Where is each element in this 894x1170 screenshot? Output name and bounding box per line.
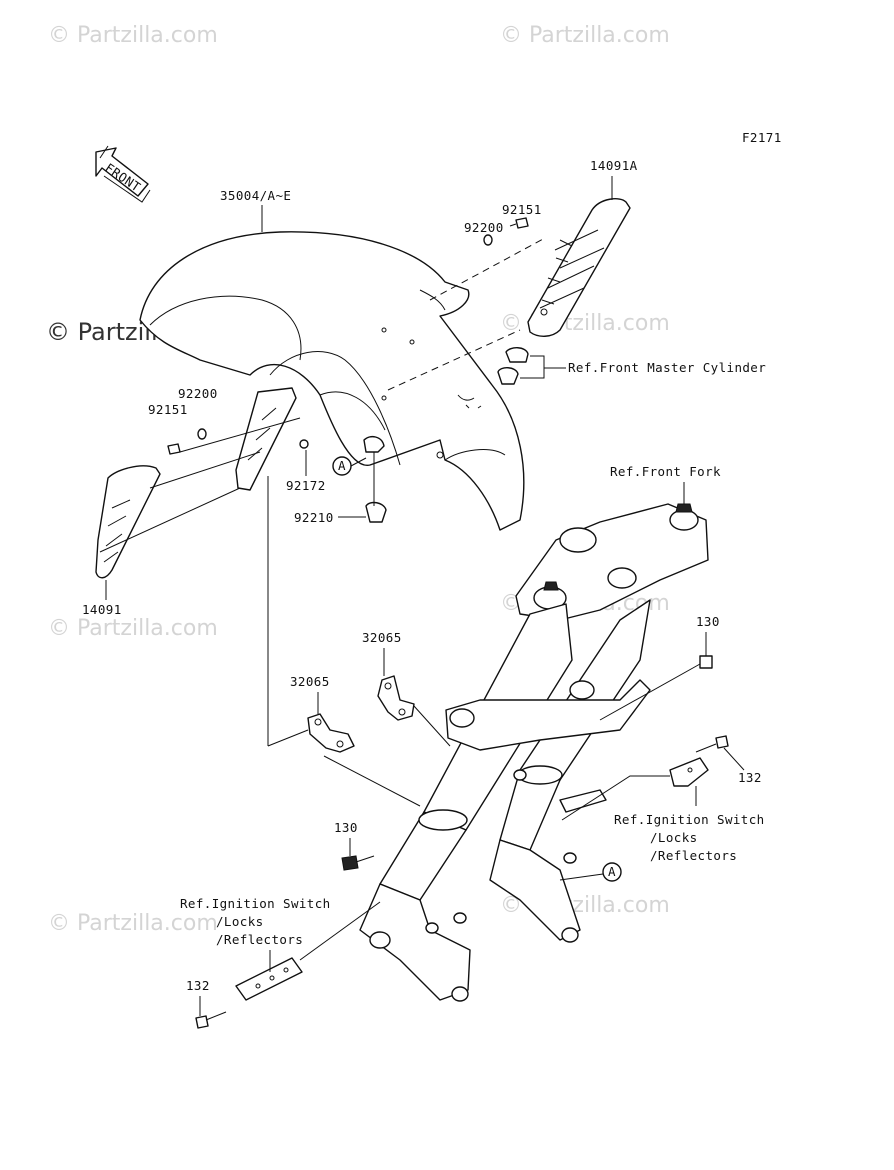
ignition-bracket-right — [669, 757, 709, 787]
washer-92200-right — [483, 234, 493, 246]
ref-ignition-left-3: /Reflectors — [216, 932, 303, 947]
washer-92200-left — [197, 428, 207, 440]
label-35004: 35004/A~E — [220, 188, 291, 203]
label-92200-left: 92200 — [178, 386, 218, 401]
cover-14091 — [95, 465, 161, 579]
bolt-130-lower — [341, 855, 375, 871]
front-arrow-icon: FRONT — [95, 145, 151, 203]
ref-ignition-left-1: Ref.Ignition Switch — [180, 896, 331, 911]
bolt-92151-right — [509, 217, 529, 229]
watermark: © Partzilla.com — [48, 23, 218, 48]
bolt-92151-left — [167, 443, 181, 455]
ref-front-fork: Ref.Front Fork — [610, 464, 721, 479]
ref-ignition-right-3: /Reflectors — [650, 848, 737, 863]
ref-ignition-left-2: /Locks — [216, 914, 264, 929]
label-32065-upper: 32065 — [362, 630, 402, 645]
bolt-92172 — [299, 439, 309, 449]
label-92172: 92172 — [286, 478, 326, 493]
master-cylinder-clamps — [497, 347, 529, 385]
watermark: © Partzilla.com — [48, 616, 218, 641]
label-14091a: 14091A — [590, 158, 638, 173]
ref-marker-a: A — [332, 456, 352, 476]
ref-marker-a-lower: A — [602, 862, 622, 882]
label-130-upper: 130 — [696, 614, 720, 629]
label-92151-left: 92151 — [148, 402, 188, 417]
label-132-left: 132 — [186, 978, 210, 993]
bolt-132-right — [695, 735, 729, 753]
watermark: © Partzilla.com — [500, 23, 670, 48]
label-14091: 14091 — [82, 602, 122, 617]
front-fork-assembly — [359, 503, 709, 1002]
ref-master-cylinder: Ref.Front Master Cylinder — [568, 360, 766, 375]
ref-marker-a-lower-label: A — [608, 864, 616, 879]
ignition-bracket-left — [235, 957, 303, 1001]
bolt-130-upper — [699, 655, 713, 669]
label-132-right: 132 — [738, 770, 762, 785]
ref-ignition-right-2: /Locks — [650, 830, 698, 845]
inner-cover — [235, 387, 297, 491]
label-32065-lower: 32065 — [290, 674, 330, 689]
bracket-32065-upper — [377, 675, 415, 721]
label-92151-right: 92151 — [502, 202, 542, 217]
ref-ignition-right-1: Ref.Ignition Switch — [614, 812, 765, 827]
label-92210: 92210 — [294, 510, 334, 525]
watermark: © Partzilla.com — [500, 311, 670, 336]
cover-14091a — [527, 198, 631, 337]
bracket-32065-lower — [307, 713, 355, 753]
watermarks: © Partzilla.com © Partzilla.com © Partzi… — [46, 23, 670, 936]
label-130-lower: 130 — [334, 820, 358, 835]
ref-marker-a-label: A — [338, 458, 346, 473]
figure-code: F2171 — [742, 130, 782, 145]
front-fender — [139, 231, 525, 531]
label-92200-right: 92200 — [464, 220, 504, 235]
bolt-132-left — [195, 1011, 227, 1029]
clamp-92210 — [363, 435, 387, 523]
watermark: © Partzilla.com — [48, 911, 218, 936]
